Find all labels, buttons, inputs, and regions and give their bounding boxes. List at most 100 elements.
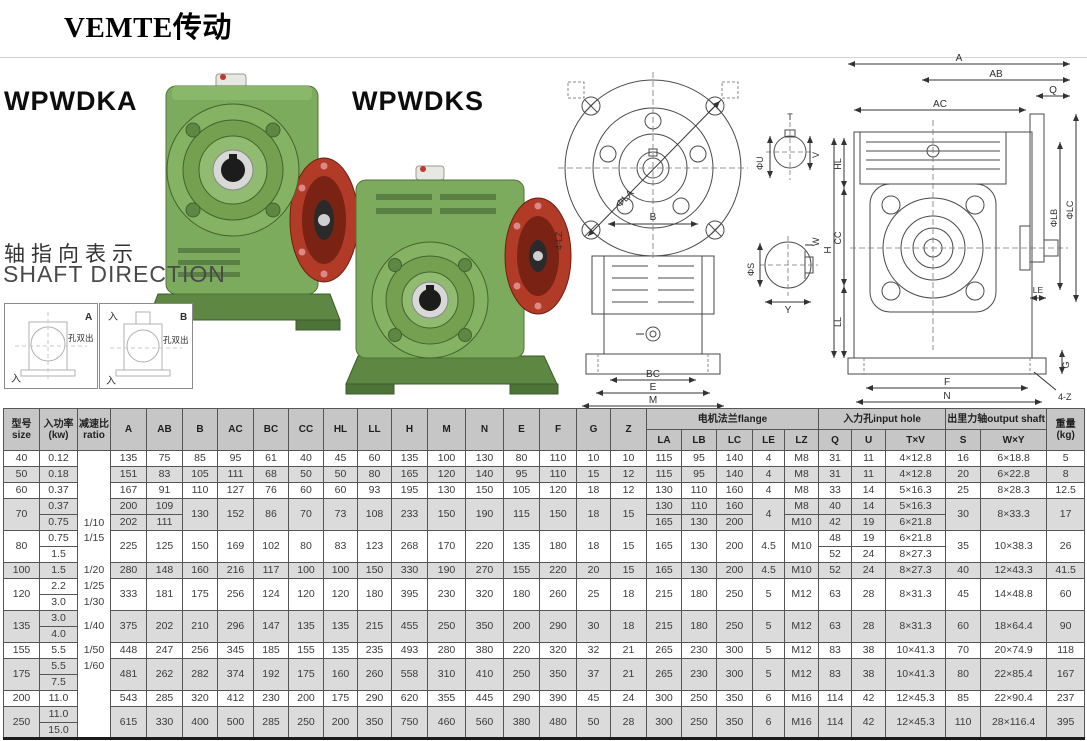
table-cell: 12×45.3 (885, 690, 947, 707)
table-cell: 60 (1046, 578, 1086, 611)
table-cell: 615 (110, 706, 147, 739)
shaft-direction-title-zh: 轴指向表示 (4, 243, 139, 266)
table-cell: 280 (110, 562, 147, 579)
table-cell: 60 (288, 482, 324, 499)
table-cell: 12×43.3 (980, 562, 1048, 579)
table-cell: 558 (391, 658, 428, 691)
table-cell: 310 (427, 658, 466, 691)
table-cell: 120 (427, 466, 466, 483)
table-cell: 68 (253, 466, 289, 483)
table-cell: 38 (851, 642, 887, 659)
table-cell: 95 (681, 466, 717, 483)
table-cell: 105 (182, 466, 218, 483)
table-cell: 147 (253, 610, 289, 643)
table-cell: 110 (539, 450, 577, 467)
table-cell: 350 (465, 610, 504, 643)
table-cell: 160 (323, 658, 358, 691)
table-cell: 32 (576, 642, 611, 659)
table-cell: 110 (539, 466, 577, 483)
table-cell: M8 (783, 482, 820, 499)
dim-label-hl: HL (833, 158, 843, 170)
brand-logo: VEMTE传动 (64, 12, 232, 44)
table-cell: 24 (851, 562, 887, 579)
table-cell: 6 (752, 706, 785, 739)
table-cell: 282 (182, 658, 218, 691)
ratio-value: 1/50 (83, 643, 105, 656)
table-cell: 60 (3, 482, 40, 499)
table-cell: 5 (752, 610, 785, 643)
table-cell: 100 (3, 562, 40, 579)
table-cell: 200 (288, 690, 324, 707)
table-cell: 10×38.3 (980, 530, 1048, 563)
table-cell: 10 (576, 450, 611, 467)
table-cell: 45 (945, 578, 982, 611)
table-cell: 42 (851, 706, 887, 739)
table-cell: 560 (465, 706, 504, 739)
table-cell: 100 (288, 562, 324, 579)
table-cell: 493 (391, 642, 428, 659)
table-cell: M10 (783, 562, 820, 579)
table-cell: 123 (357, 530, 392, 563)
table-cell: 30 (576, 610, 611, 643)
table-cell: 40 (945, 562, 982, 579)
dim-label-t: T (787, 112, 793, 122)
column-header: F (539, 408, 577, 451)
ratio-value: 1/20 (83, 563, 105, 576)
table-cell: 250 (681, 690, 717, 707)
table-cell: 100 (323, 562, 358, 579)
table-cell: 45 (576, 690, 611, 707)
column-header: H (391, 408, 428, 451)
table-cell: 1.5 (39, 546, 78, 563)
table-cell: 19 (851, 514, 887, 531)
table-cell: 24 (851, 546, 887, 563)
table-cell: 70 (3, 498, 40, 531)
table-cell: 10×41.3 (885, 642, 947, 659)
table-cell: 5.5 (39, 642, 78, 659)
table-cell: 202 (146, 610, 183, 643)
table-cell: 4.0 (39, 626, 78, 643)
column-header: LA (646, 429, 682, 451)
dim-label-m: M (649, 395, 657, 406)
table-cell: 16 (945, 450, 982, 467)
table-cell: 175 (323, 690, 358, 707)
table-cell: 296 (217, 610, 254, 643)
table-cell: 114 (818, 690, 853, 707)
dim-label-n: N (943, 391, 950, 402)
table-cell: 290 (503, 690, 540, 707)
table-cell: 180 (503, 578, 540, 611)
table-cell: 285 (253, 706, 289, 739)
table-cell: 4×12.8 (885, 466, 947, 483)
table-cell: 60 (323, 482, 358, 499)
table-cell: 192 (253, 658, 289, 691)
table-cell: 11 (851, 466, 887, 483)
table-cell: 230 (427, 578, 466, 611)
column-header: 型号 size (3, 408, 40, 451)
table-cell: 15 (610, 562, 647, 579)
table-cell: 260 (357, 658, 392, 691)
table-cell: 125 (146, 530, 183, 563)
table-cell: 6×21.8 (885, 530, 947, 547)
table-cell: 200 (716, 562, 753, 579)
table-cell: 25 (576, 578, 611, 611)
table-cell: 150 (539, 498, 577, 531)
table-cell: 10 (610, 450, 647, 467)
table-cell: 5×16.3 (885, 498, 947, 515)
table-cell: 52 (818, 546, 853, 563)
table-cell: 40 (288, 450, 324, 467)
table-cell: 111 (146, 514, 183, 531)
table-cell: 95 (217, 450, 254, 467)
column-header: 入力孔input hole (818, 408, 947, 430)
table-cell: 320 (465, 578, 504, 611)
table-cell: 4×12.8 (885, 450, 947, 467)
table-cell: 4.5 (752, 530, 785, 563)
table-cell: 135 (503, 530, 540, 563)
table-cell: 75 (146, 450, 183, 467)
table-cell: 63 (818, 610, 853, 643)
table-cell: 290 (539, 610, 577, 643)
table-cell: 350 (716, 690, 753, 707)
table-cell: 80 (3, 530, 40, 563)
table-cell: 70 (288, 498, 324, 531)
table-cell: 100 (427, 450, 466, 467)
